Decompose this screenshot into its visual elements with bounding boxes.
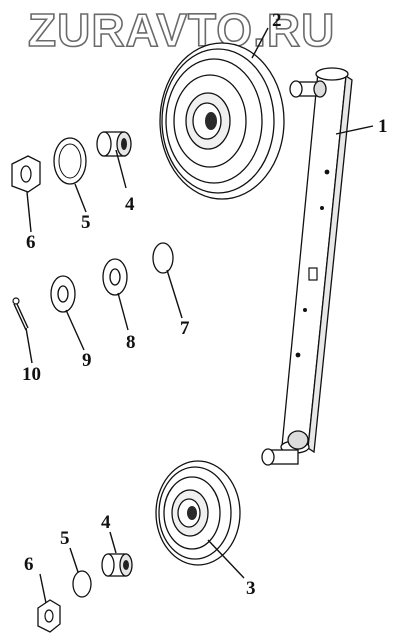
callout-6-upper: 6	[26, 232, 36, 253]
callout-2: 2	[272, 10, 282, 31]
lower-bushing	[101, 553, 133, 577]
upper-bushing	[96, 131, 132, 157]
callout-6-lower: 6	[24, 554, 34, 575]
flat-washer	[50, 275, 76, 313]
middle-washer	[102, 258, 128, 296]
callout-3: 3	[246, 578, 256, 599]
upper-spring-washer	[53, 137, 87, 185]
cotter-pin	[12, 297, 29, 331]
callout-10: 10	[22, 364, 41, 385]
spacer-ring	[152, 242, 174, 274]
upper-nut	[11, 155, 41, 193]
callout-7: 7	[180, 318, 190, 339]
lower-spring-washer	[72, 570, 92, 598]
upper-pulley	[159, 42, 285, 200]
watermark-logo: ZURAVTO.RU	[28, 4, 335, 56]
lever-arm	[261, 67, 353, 466]
leader-lines	[25, 27, 374, 604]
callout-1: 1	[378, 116, 388, 137]
callout-5-lower: 5	[60, 528, 70, 549]
callout-4-upper: 4	[125, 194, 135, 215]
callout-5-upper: 5	[81, 212, 91, 233]
callout-9: 9	[82, 350, 92, 371]
callout-4-lower: 4	[101, 512, 111, 533]
lower-pulley	[155, 460, 241, 566]
lower-nut	[37, 599, 61, 633]
callout-8: 8	[126, 332, 136, 353]
callouts: 1 2 3 4 5 6 7 8 9 10 4 5 6	[22, 10, 388, 599]
